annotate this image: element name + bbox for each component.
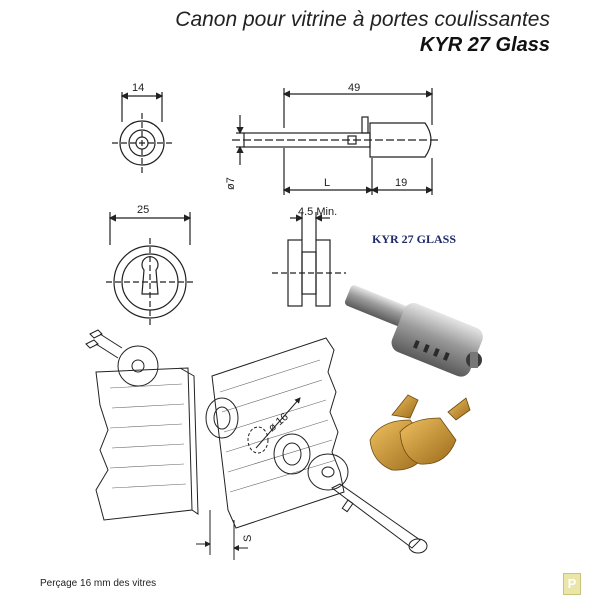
glass-section-view — [272, 212, 346, 307]
product-name: KYR 27 Glass — [419, 34, 550, 56]
page-title: Canon pour vitrine à portes coulissantes — [175, 8, 550, 31]
dim-diameter-7-label: ø7 — [225, 177, 237, 190]
dim-14-label: 14 — [132, 82, 144, 94]
exploded-assembly-sketch — [85, 329, 428, 560]
product-label: KYR 27 GLASS — [372, 232, 456, 246]
keys-photo — [369, 394, 471, 471]
dim-L-label: L — [324, 177, 330, 189]
dim-S-label: S — [242, 535, 254, 542]
dim-25-label: 25 — [137, 204, 149, 216]
dim-diameter-16-label: ø 16 — [266, 411, 291, 434]
dim-19-label: 19 — [395, 177, 407, 189]
footer-caption: Perçage 16 mm des vitres — [40, 578, 157, 589]
side-view-cylinder — [232, 88, 440, 195]
dim-49-label: 49 — [348, 82, 360, 94]
brand-logo-icon: P — [563, 573, 581, 595]
dim-min-thickness-label: 4.5 Min. — [298, 206, 337, 218]
front-view-large — [106, 212, 194, 326]
front-view-small — [112, 92, 172, 173]
lock-cylinder-photo — [344, 285, 483, 377]
